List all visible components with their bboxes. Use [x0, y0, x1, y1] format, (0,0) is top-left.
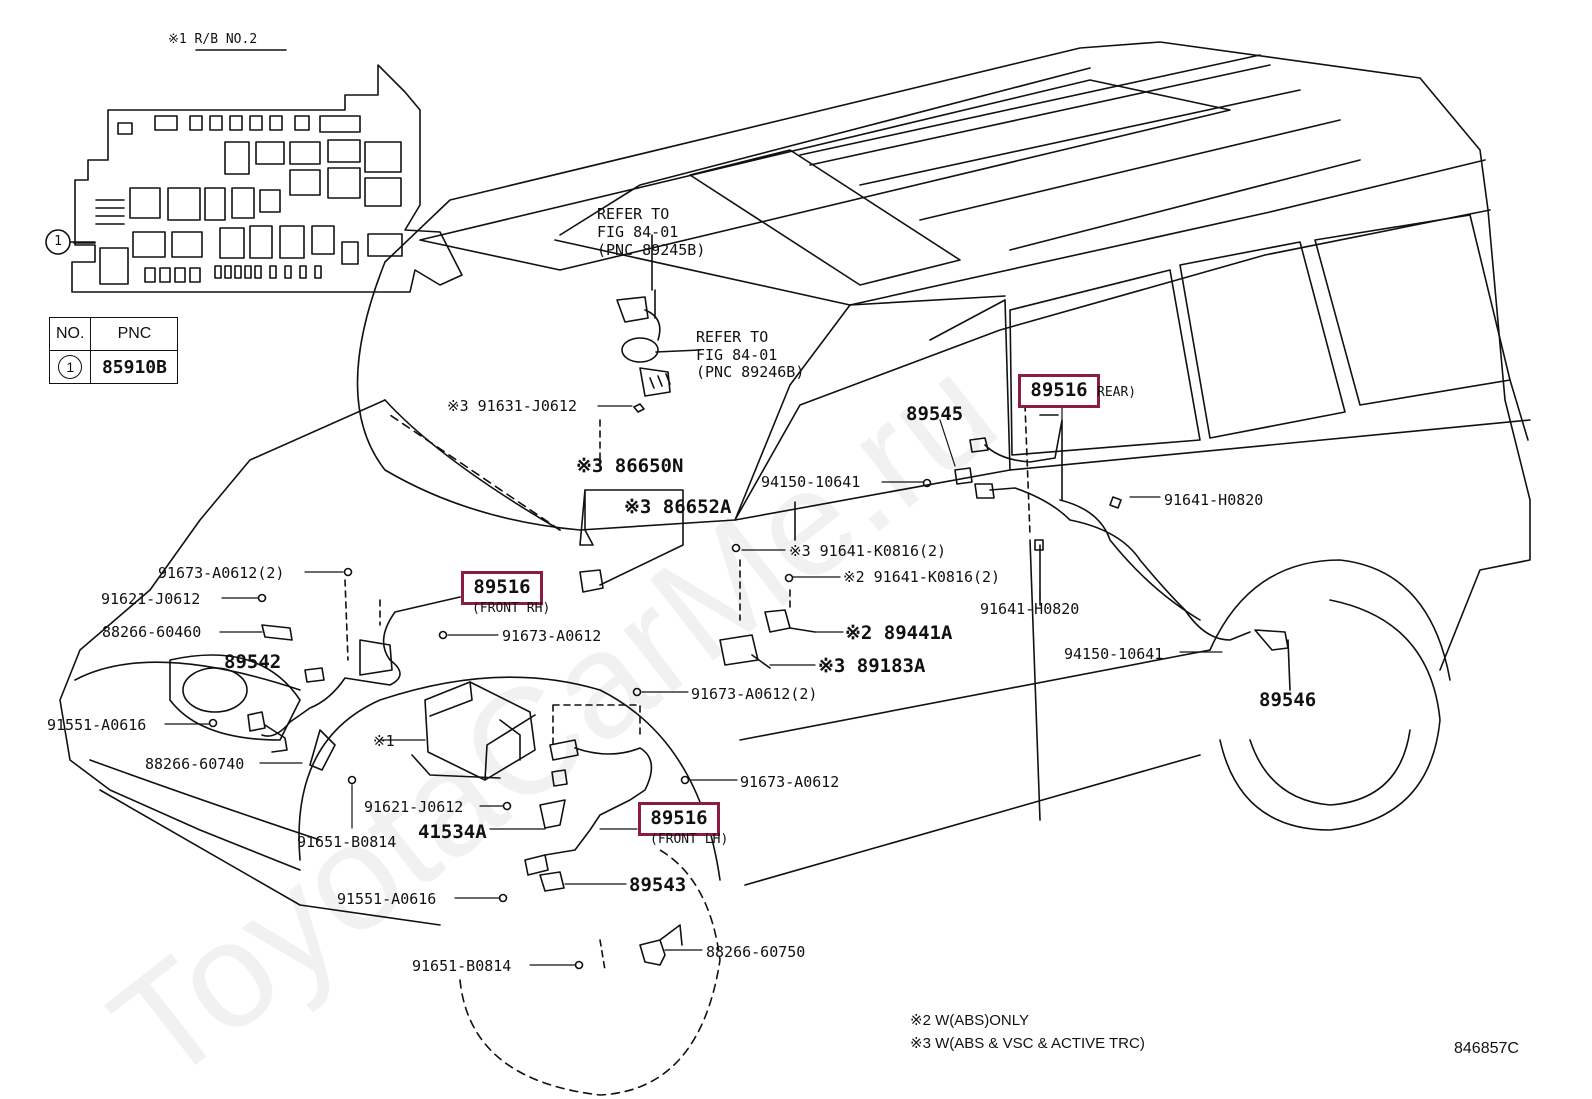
part-label-89441a[interactable]: ※2 89441A: [845, 622, 953, 644]
part-label-91641-h0820-a[interactable]: 91641-H0820: [1164, 491, 1264, 509]
highlight-89516-front-lh[interactable]: 89516: [638, 802, 720, 836]
part-label-94150-10641-a[interactable]: 94150-10641: [761, 473, 861, 491]
leader-lines: [164, 404, 1223, 966]
note-rear: REAR): [1097, 385, 1137, 400]
table-header-pnc: PNC: [90, 317, 179, 351]
table-cell-pnc: 85910B: [90, 350, 179, 384]
part-label-91631-j0612[interactable]: ※3 91631-J0612: [447, 397, 577, 415]
relay-block-title: ※1 R/B NO.2: [168, 32, 258, 47]
part-label-88266-60460[interactable]: 88266-60460: [102, 623, 202, 641]
rear-harness-drawing: [954, 404, 1291, 691]
part-label-91551-a0616-b[interactable]: 91551-A0616: [337, 890, 437, 908]
footnote-2: ※2 W(ABS)ONLY: [910, 1012, 1029, 1029]
refer-mid-line-3: (PNC 89246B): [696, 363, 805, 381]
actuator-box-drawing: [411, 681, 536, 781]
part-label-88266-60750[interactable]: 88266-60750: [706, 943, 806, 961]
part-label-88266-60740[interactable]: 88266-60740: [145, 755, 245, 773]
refer-mid-line-2: FIG 84-01: [696, 346, 778, 364]
part-label-89542[interactable]: 89542: [224, 651, 282, 673]
refer-top-line-1: REFER TO: [597, 205, 670, 223]
relay-block-callout: 1: [54, 234, 62, 249]
table-cell-no: 1: [48, 350, 92, 384]
refer-top-line-2: FIG 84-01: [597, 223, 679, 241]
pnc-table: NO. PNC 1 85910B: [48, 317, 179, 384]
figure-id: 846857C: [1454, 1040, 1519, 1057]
part-label-91551-a0616-a[interactable]: 91551-A0616: [47, 716, 147, 734]
part-label-89543[interactable]: 89543: [629, 874, 687, 896]
part-label-91651-b0814-a[interactable]: 91651-B0814: [297, 833, 397, 851]
part-label-relay-box[interactable]: ※1: [373, 732, 395, 750]
note-front-lh: (FRONT LH): [650, 832, 729, 847]
table-row: 1 85910B: [48, 350, 179, 384]
part-label-86652a[interactable]: ※3 86652A: [624, 496, 732, 518]
part-label-91641-h0820-b[interactable]: 91641-H0820: [980, 600, 1080, 618]
vehicle-outline: [59, 41, 1531, 1096]
part-label-91651-b0814-b[interactable]: 91651-B0814: [412, 957, 512, 975]
refer-top-line-3: (PNC 89245B): [597, 241, 706, 259]
part-label-89183a[interactable]: ※3 89183A: [818, 655, 926, 677]
part-label-86650n[interactable]: ※3 86650N: [576, 455, 684, 477]
part-label-91621-j0612-b[interactable]: 91621-J0612: [364, 798, 464, 816]
table-header-row: NO. PNC: [48, 317, 179, 351]
front-lh-harness-drawing: [208, 567, 690, 971]
part-label-91673-a0612-a[interactable]: 91673-A0612: [502, 627, 602, 645]
refer-mid-line-1: REFER TO: [696, 328, 769, 346]
relay-block-drawing: [45, 49, 463, 293]
note-front-rh: (FRONT RH): [472, 601, 551, 616]
part-label-91621-j0612-a[interactable]: 91621-J0612: [101, 590, 201, 608]
part-label-89545[interactable]: 89545: [906, 403, 964, 425]
table-header-no: NO.: [48, 317, 92, 351]
part-label-91673-a0612-2b[interactable]: 91673-A0612(2): [691, 685, 818, 703]
part-label-91641-k0816-3[interactable]: ※3 91641-K0816(2): [789, 542, 947, 560]
roof-details: [419, 54, 1361, 286]
table-row-number: 1: [58, 355, 83, 379]
footnote-3: ※3 W(ABS & VSC & ACTIVE TRC): [910, 1035, 1145, 1052]
highlight-89516-front-rh[interactable]: 89516: [461, 571, 543, 605]
part-label-91673-a0612-2a[interactable]: 91673-A0612(2): [158, 564, 285, 582]
center-modules-drawing: [719, 478, 932, 669]
part-label-41534a[interactable]: 41534A: [418, 821, 487, 843]
part-label-89546[interactable]: 89546: [1259, 689, 1317, 711]
part-label-91673-a0612-b[interactable]: 91673-A0612: [740, 773, 840, 791]
part-label-91641-k0816-2[interactable]: ※2 91641-K0816(2): [843, 568, 1001, 586]
highlight-89516-rear[interactable]: 89516: [1018, 374, 1100, 408]
steering-sensor-drawing: [389, 234, 701, 593]
part-label-94150-10641-b[interactable]: 94150-10641: [1064, 645, 1164, 663]
front-rh-harness-drawing: [247, 579, 461, 771]
